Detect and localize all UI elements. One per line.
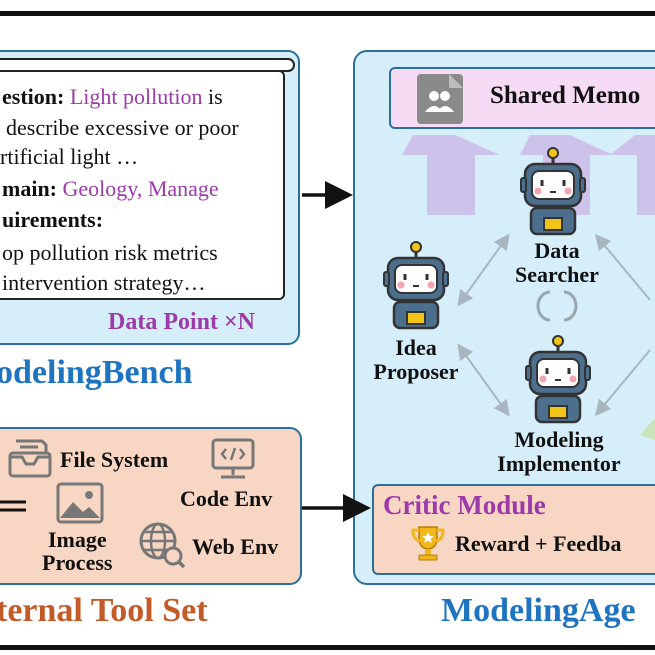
question-line-3: rtificial light … [0,144,139,169]
question-line-2: describe excessive or poor [6,115,239,140]
idea-proposer-robot-icon [383,241,449,330]
web-env-icon [139,522,186,569]
idea-proposer-line1: Idea [395,335,437,360]
bottom-border-line [0,645,655,650]
modeling-implementor-label: Modeling Implementor [488,428,630,476]
tool-image: Image [48,527,107,552]
modeling-implementor-robot-icon [525,335,591,424]
domain-line: main: Geology, Manage [2,176,219,202]
data-point-count: Data Point ×N [108,309,255,335]
question-line: estion: Light pollution is [2,84,223,110]
critic-module-title: Critic Module [383,490,546,520]
question-label: estion: [2,84,65,109]
data-point-card [0,70,285,300]
data-searcher-line1: Data [534,238,580,263]
modeling-implementor-line2: Implementor [497,451,621,476]
requirements-label: uirements: [2,207,104,232]
domain-value: Geology, Manage [62,176,219,201]
tool-set-title: ternal Tool Set [0,592,208,629]
data-searcher-robot-icon [520,147,586,236]
tool-web-env: Web Env [192,534,279,559]
trophy-icon [411,526,445,561]
requirement-line-2: intervention strategy… [2,270,206,295]
tool-file-system: File System [60,447,169,472]
question-tail: is [207,84,223,109]
top-border-line [0,11,655,16]
image-icon [56,482,104,524]
idea-proposer-label: Idea Proposer [364,336,468,384]
idea-proposer-line2: Proposer [373,359,459,384]
question-value: Light pollution [69,84,203,109]
requirement-line-1: op pollution risk metrics [2,240,218,265]
modeling-implementor-line1: Modeling [514,427,604,452]
data-searcher-label: Data Searcher [505,239,609,287]
data-searcher-line2: Searcher [515,262,599,287]
domain-label: main: [2,176,57,201]
code-env-icon [211,438,255,479]
scroll-roll [0,58,295,72]
modeling-agent-title: ModelingAge [441,592,636,629]
shared-memory-label: Shared Memo [490,82,641,109]
reward-feedback-label: Reward + Feedba [455,531,622,556]
modeling-bench-title: odelingBench [0,354,193,391]
file-system-icon [8,439,52,478]
shared-memory-file-icon [417,74,463,124]
tool-code-env: Code Env [180,486,273,511]
tool-process: Process [42,550,113,575]
